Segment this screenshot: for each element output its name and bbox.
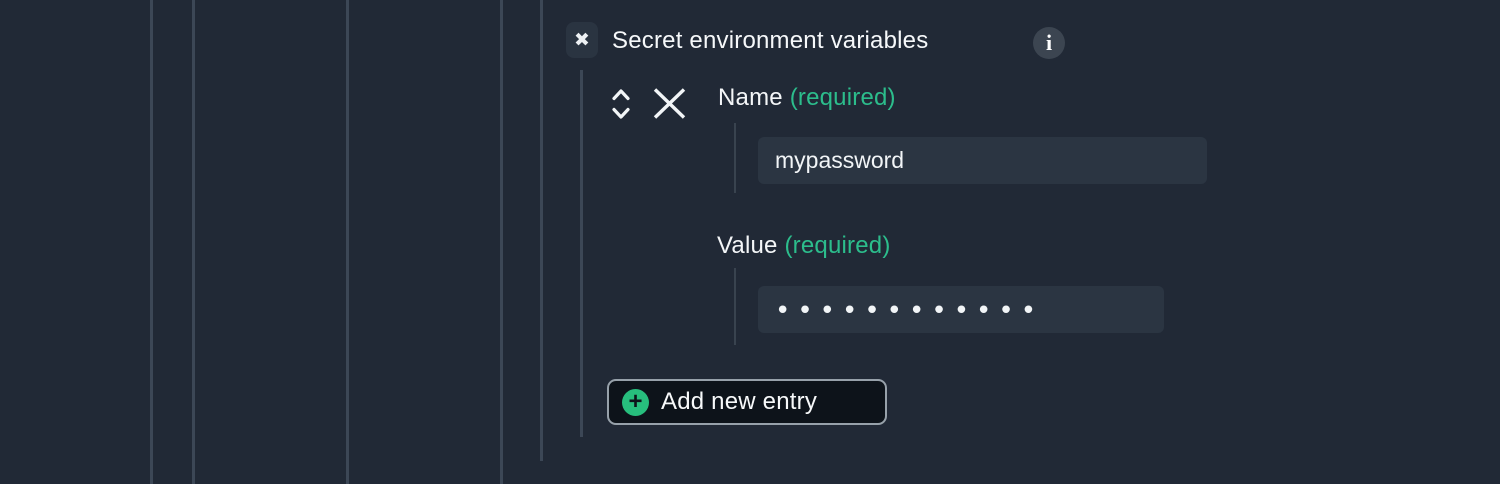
reorder-entry-handle[interactable] — [611, 86, 631, 122]
delete-entry-button[interactable] — [652, 87, 687, 120]
chevron-up-down-icon — [612, 89, 630, 119]
x-delete-icon — [653, 88, 686, 119]
indent-guide — [346, 0, 349, 484]
info-icon-glyph: i — [1045, 30, 1053, 55]
indent-guide — [540, 0, 543, 461]
value-secret-input[interactable] — [758, 286, 1164, 333]
remove-section-button[interactable]: ✖ — [566, 22, 598, 58]
plus-icon: + — [622, 388, 649, 416]
value-label-text: Value — [717, 232, 778, 259]
section-title: Secret environment variables — [612, 27, 929, 54]
name-required-badge: (required) — [789, 84, 896, 111]
close-icon: ✖ — [574, 29, 590, 51]
name-field-label: Name (required) — [718, 84, 896, 112]
name-label-text: Name — [718, 84, 783, 111]
field-indent-guide — [734, 268, 736, 345]
add-new-entry-button[interactable]: + Add new entry — [607, 379, 887, 425]
name-input[interactable] — [758, 137, 1207, 184]
indent-guide — [500, 0, 503, 484]
indent-guide — [192, 0, 195, 484]
section-indent-guide — [580, 70, 583, 437]
indent-guide — [150, 0, 153, 484]
info-icon[interactable]: i — [1033, 27, 1065, 59]
field-indent-guide — [734, 123, 736, 193]
add-new-entry-label: Add new entry — [661, 388, 818, 415]
value-required-badge: (required) — [784, 232, 891, 259]
value-field-label: Value (required) — [717, 232, 891, 260]
